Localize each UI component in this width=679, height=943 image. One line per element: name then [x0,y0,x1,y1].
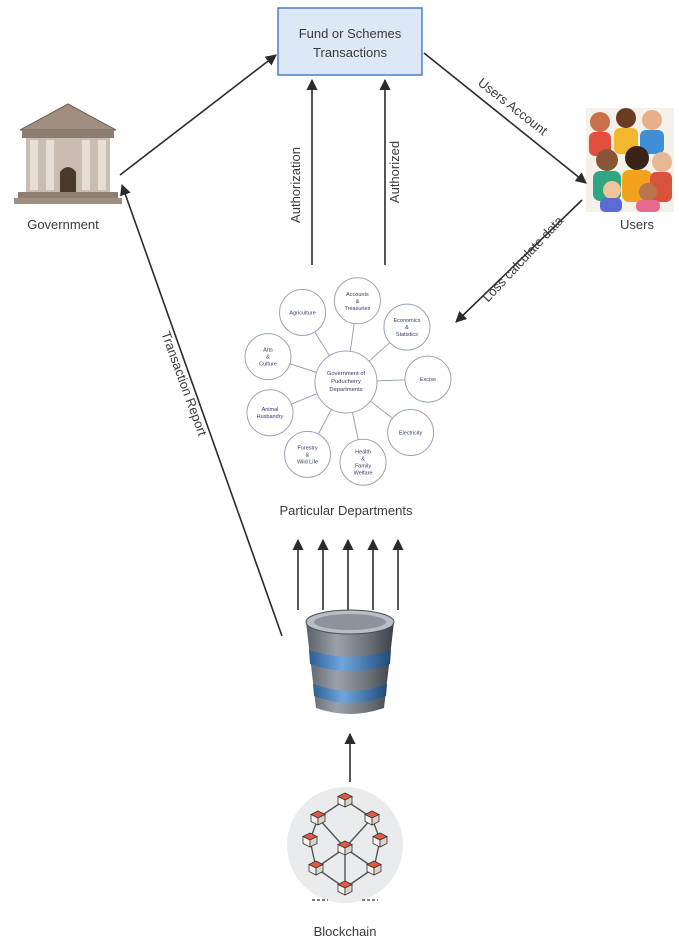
arrow-transaction-report [120,183,283,637]
department-node [383,303,431,351]
department-node-label: Culture [259,362,277,368]
department-node-label: Treasuries [345,306,371,312]
department-node-label: Welfare [354,471,373,477]
block-cube [371,813,380,826]
department-node-label: Statistics [396,332,418,338]
edge-label-transaction-report: Transaction Report [158,329,210,438]
department-node-label: Accounts [346,292,369,298]
department-node-label: Wild Life [297,459,318,465]
edge-label-authorization: Authorization [288,147,303,223]
users-crowd-icon [586,108,674,212]
department-node-label: Husbandry [257,414,284,420]
arrow-government-to-box [119,54,277,176]
block-cube [344,795,353,808]
arrow-users-to-departments [455,199,583,323]
department-center-label: Puducherry [331,379,361,385]
department-center-label: Government of [327,371,366,377]
edge-label-loss-calculate: Loss calculate data [479,213,566,305]
department-node-label: & [306,452,310,458]
block-cube [309,835,318,848]
departments-label: Particular Departments [280,503,413,518]
blockchain-label: Blockchain [314,924,377,939]
transactions-box: Fund or Schemes Transactions [277,7,423,76]
block-cube [373,863,382,876]
department-node [284,430,332,478]
box-title-line2: Transactions [313,45,387,60]
department-node-label: Agriculture [289,310,315,316]
department-node-label: Animal [262,407,279,413]
edge-label-users-account: Users Account [475,75,551,139]
block-cube [315,863,324,876]
block-cube [344,843,353,856]
department-center-label: Departments [329,387,362,393]
department-node [387,408,435,456]
department-node [404,355,452,403]
department-node-label: Health [355,450,371,456]
department-node-label: & [361,457,365,463]
department-node [246,389,294,437]
block-cube [317,813,326,826]
department-node [339,438,387,486]
block-cube [344,883,353,896]
block-cube [379,835,388,848]
department-node-label: Excise [420,377,436,383]
department-center-node [314,350,378,414]
arrow-box-to-users [423,52,587,184]
users-label: Users [620,217,654,232]
blockchain-icon [287,787,403,903]
department-node-label: & [266,355,270,361]
database-icon [305,609,395,714]
department-node-label: Arts [263,348,273,354]
department-node-label: & [356,299,360,305]
department-node-label: Electricity [399,430,423,436]
department-node-label: Family [355,464,371,470]
government-label: Government [27,217,99,232]
government-building-icon [14,103,122,204]
department-node-label: & [405,325,409,331]
department-node [279,288,327,336]
edge-label-authorized: Authorized [387,141,402,203]
department-node [333,277,381,325]
department-node-label: Forestry [297,445,317,451]
box-title-line1: Fund or Schemes [299,26,402,41]
department-node [244,333,292,381]
departments-cluster: AgricultureAccounts&TreasuriesEconomics&… [244,277,452,486]
department-node-label: Economics [393,318,420,324]
database-arrows [292,538,404,610]
